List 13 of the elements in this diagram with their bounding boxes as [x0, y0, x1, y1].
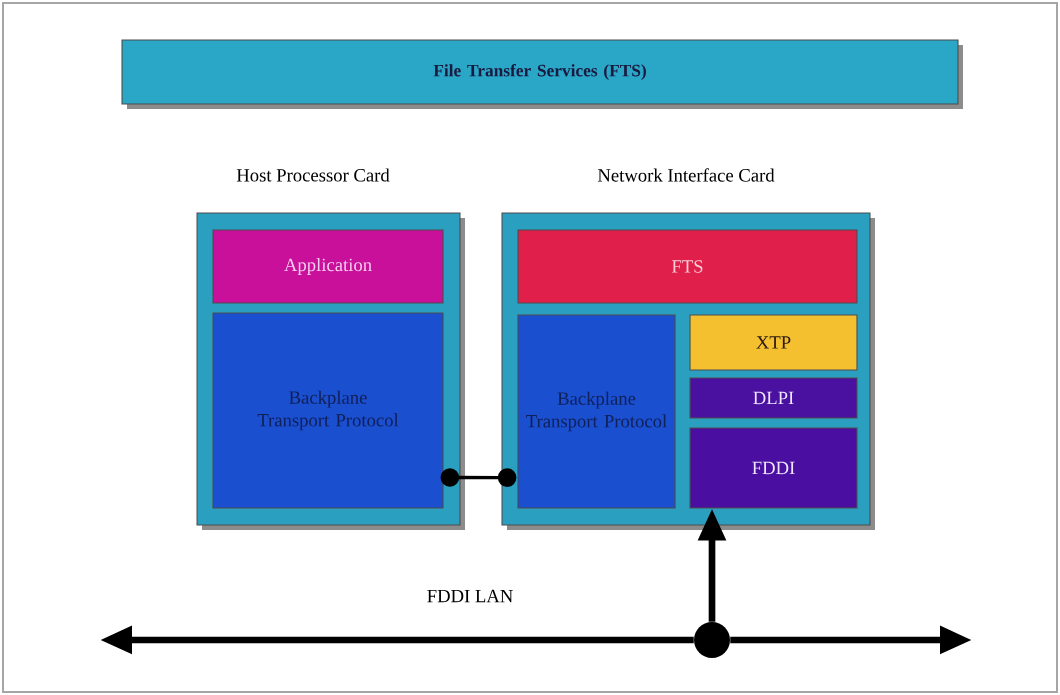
bus-label: FDDI LAN — [427, 589, 513, 603]
junction-dot — [694, 622, 730, 658]
connector — [440, 468, 517, 487]
title-banner: File Transfer Services (FTS) — [121, 39, 963, 109]
card-heading: Network Interface Card — [597, 168, 775, 182]
layer-box: Backplane Transport Protocol — [212, 312, 444, 509]
layer-box: Backplane Transport Protocol — [517, 314, 676, 509]
layer-box: FDDI — [689, 427, 858, 509]
layer-box: Application — [212, 229, 444, 304]
card-heading: Host Processor Card — [236, 168, 390, 182]
layer-box: XTP — [689, 314, 858, 371]
layer-box: FTS — [517, 229, 858, 304]
layer-box: DLPI — [689, 377, 858, 419]
